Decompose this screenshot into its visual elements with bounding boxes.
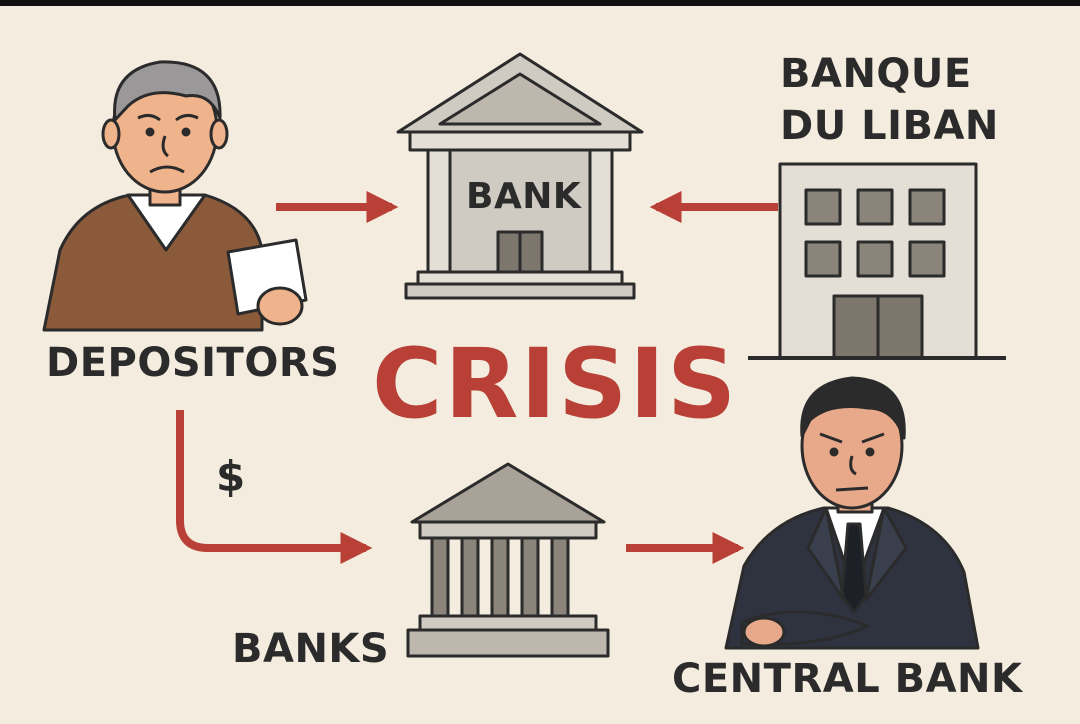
central-bank-label: CENTRAL BANK (672, 656, 1023, 702)
banque-label-line2: DU LIBAN (780, 103, 999, 149)
worried-depositor-icon (42, 60, 308, 332)
dollar-sign-label: $ (216, 452, 246, 501)
arrow-depositors-to-banks (176, 410, 373, 564)
crisis-title: CRISIS (372, 328, 739, 440)
banks-building-icon (406, 462, 610, 658)
banque-label-line1: BANQUE (780, 51, 972, 97)
banque-du-liban-building-icon (748, 162, 1006, 360)
bank-building-icon (396, 52, 644, 300)
top-border (0, 0, 1080, 6)
arrows (176, 191, 778, 564)
banks-label: BANKS (232, 626, 390, 672)
bank-sign-label: BANK (466, 176, 582, 217)
central-banker-icon (724, 376, 980, 650)
banque-du-liban-label: BANQUE DU LIBAN (780, 48, 999, 152)
depositors-label: DEPOSITORS (46, 340, 340, 386)
